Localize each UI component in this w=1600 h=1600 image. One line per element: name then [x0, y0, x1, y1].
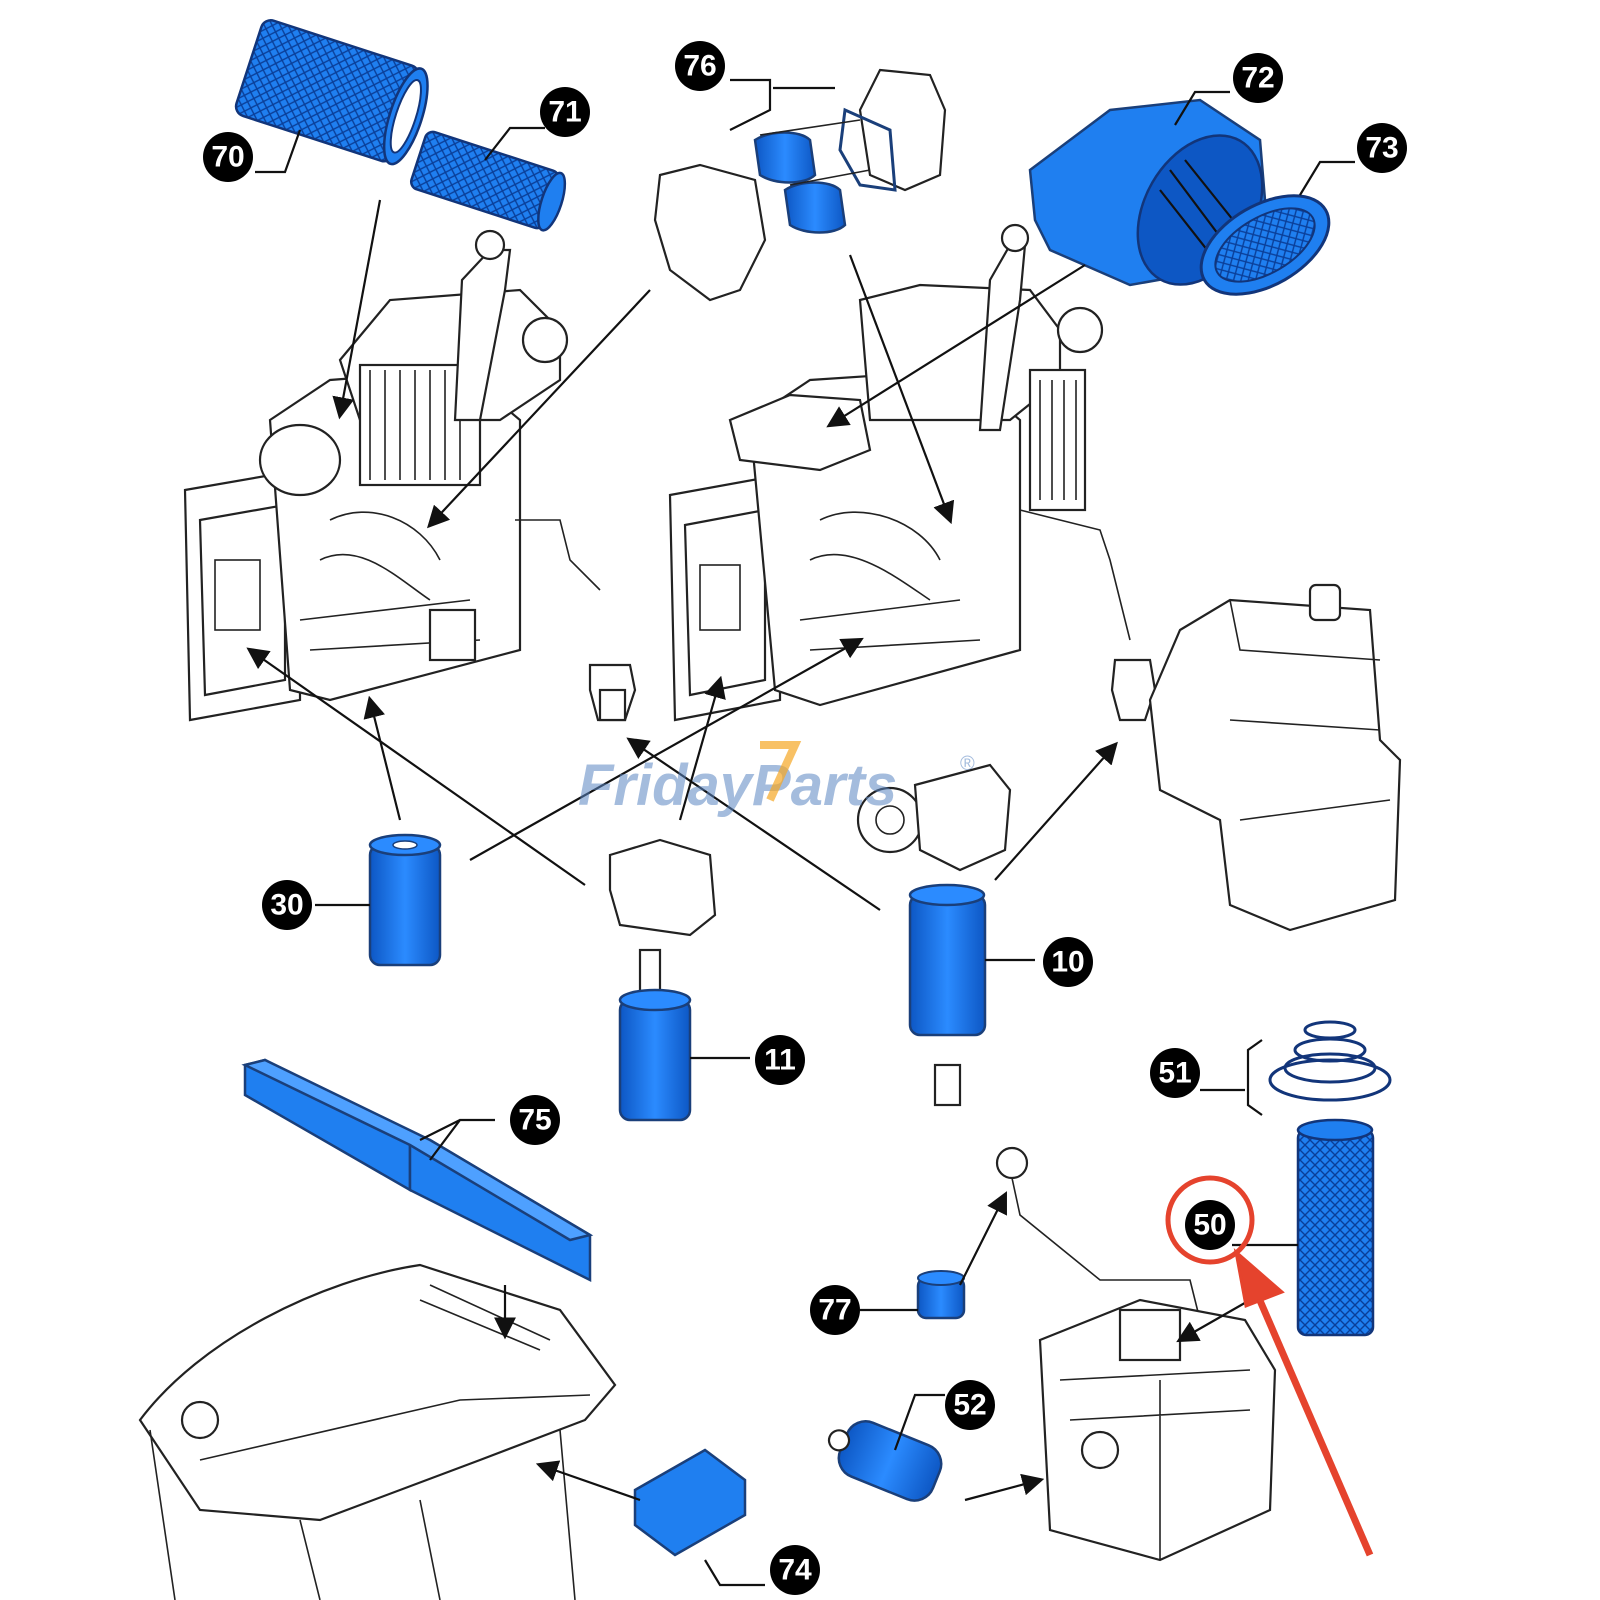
- svg-text:74: 74: [778, 1554, 812, 1587]
- left-engine-assembly: [183, 229, 637, 722]
- callout-51: 51: [1150, 1048, 1200, 1098]
- svg-text:70: 70: [211, 141, 244, 174]
- fuel-tank: [1148, 598, 1402, 932]
- callout-74: 74: [770, 1545, 820, 1595]
- svg-text:50: 50: [1193, 1209, 1226, 1242]
- svg-text:71: 71: [548, 96, 581, 129]
- part-70-air-filter-outer: [234, 19, 429, 166]
- svg-text:30: 30: [270, 889, 303, 922]
- part-11-fuel-filter: [608, 838, 717, 1122]
- svg-text:52: 52: [953, 1389, 986, 1422]
- part-52-pilot-filter: [827, 1420, 943, 1502]
- part-73-air-filter-secondary: [1199, 194, 1331, 296]
- cab-roof: [138, 1263, 617, 1600]
- part-75-cab-filter: [241, 1058, 594, 1283]
- callout-75: 75: [510, 1095, 560, 1145]
- svg-text:51: 51: [1158, 1057, 1191, 1090]
- callout-73: 73: [1357, 123, 1407, 173]
- callout-77: 77: [810, 1285, 860, 1335]
- callout-10: 10: [1043, 937, 1093, 987]
- part-51-seal-kit: [1268, 1020, 1392, 1102]
- leader-lines: [246, 78, 1355, 1587]
- callout-71: 71: [540, 87, 590, 137]
- svg-text:11: 11: [764, 1044, 796, 1077]
- hydraulic-tank: [1038, 1298, 1277, 1562]
- callout-30: 30: [262, 880, 312, 930]
- right-engine-assembly: [668, 223, 1157, 722]
- svg-text:77: 77: [818, 1294, 851, 1327]
- watermark: FridayParts ®: [578, 741, 975, 818]
- callout-11: 11: [755, 1035, 805, 1085]
- part-72-air-filter-primary: [1028, 98, 1267, 287]
- highlight-annotation: [1165, 1175, 1374, 1557]
- callout-72: 72: [1233, 53, 1283, 103]
- watermark-text: FridayParts: [578, 753, 897, 818]
- part-74-cab-recirculation-filter: [633, 1448, 747, 1557]
- part-76-intake-assembly: [653, 68, 947, 302]
- svg-text:75: 75: [518, 1104, 551, 1137]
- svg-text:72: 72: [1241, 62, 1274, 95]
- svg-text:10: 10: [1051, 946, 1084, 979]
- callout-70: 70: [203, 132, 253, 182]
- callout-76: 76: [675, 41, 725, 91]
- part-10-fuel-filter: [856, 763, 1012, 1107]
- watermark-reg: ®: [960, 753, 975, 775]
- svg-text:73: 73: [1365, 132, 1398, 165]
- callout-50: 50: [1185, 1200, 1235, 1250]
- part-71-air-filter-inner: [409, 130, 567, 232]
- part-77-breather-cap: [916, 1146, 1201, 1321]
- part-50-hydraulic-filter: [1296, 1118, 1375, 1337]
- callout-52: 52: [945, 1380, 995, 1430]
- part-30-oil-filter: [368, 833, 442, 967]
- svg-text:76: 76: [683, 50, 716, 83]
